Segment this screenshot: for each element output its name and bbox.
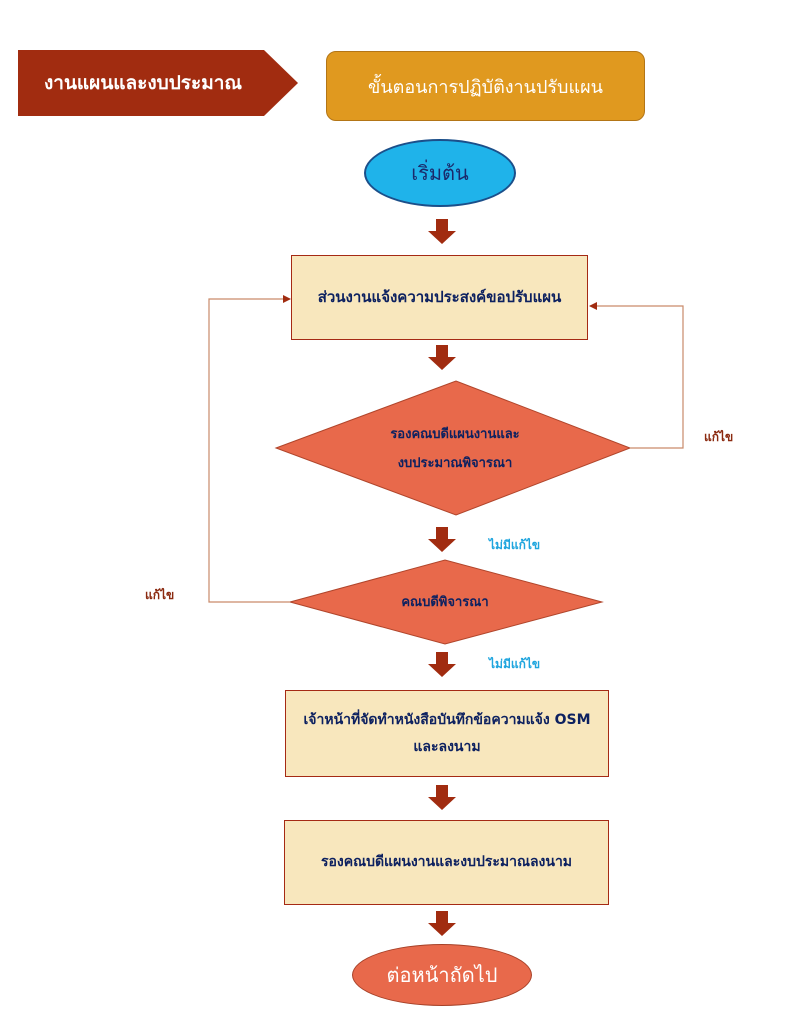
process-title-box: ขั้นตอนการปฏิบัติงานปรับแผน: [326, 51, 645, 121]
continue-label: ต่อหน้าถัดไป: [386, 963, 498, 987]
arrowhead-left-icon: [589, 302, 597, 310]
arrow-down-icon: [428, 219, 456, 244]
no-revision-label-2: ไม่มีแก้ไข: [489, 657, 541, 671]
decision-vice-dean-line1: รองคณบดีแผนงานและ: [390, 427, 520, 443]
continue-node: ต่อหน้าถัดไป: [352, 944, 532, 1006]
step-prepare-memo: เจ้าหน้าที่จัดทำหนังสือบันทึกข้อความแจ้ง…: [285, 690, 609, 777]
decision-vice-dean-text: รองคณบดีแผนงานและ งบประมาณพิจารณา: [360, 410, 550, 490]
step-request-revision-label: ส่วนงานแจ้งความประสงค์ขอปรับแผน: [317, 288, 562, 307]
no-revision-label-1: ไม่มีแก้ไข: [489, 538, 541, 552]
department-banner: งานแผนและงบประมาณ: [18, 50, 298, 116]
revise-label-right: แก้ไข: [704, 430, 734, 444]
revise-loop-left: [208, 298, 290, 603]
step-request-revision: ส่วนงานแจ้งความประสงค์ขอปรับแผน: [291, 255, 588, 340]
arrow-down-icon: [428, 785, 456, 810]
department-label: งานแผนและงบประมาณ: [44, 72, 243, 94]
arrow-down-icon: [428, 911, 456, 936]
arrow-down-icon: [428, 652, 456, 677]
arrow-down-icon: [428, 527, 456, 552]
revise-label-left: แก้ไข: [145, 588, 175, 602]
step-vice-dean-sign: รองคณบดีแผนงานและงบประมาณลงนาม: [284, 820, 609, 905]
step-vice-dean-sign-label: รองคณบดีแผนงานและงบประมาณลงนาม: [320, 854, 573, 871]
arrowhead-right-icon: [283, 295, 291, 303]
revise-loop-right: [590, 305, 684, 449]
process-title: ขั้นตอนการปฏิบัติงานปรับแผน: [368, 76, 603, 98]
decision-dean-diamond: [288, 559, 604, 645]
decision-dean-text: คณบดีพิจารณา: [350, 583, 540, 623]
step-prepare-memo-line1: เจ้าหน้าที่จัดทำหนังสือบันทึกข้อความแจ้ง…: [303, 711, 591, 728]
start-label: เริ่มต้น: [411, 161, 469, 185]
down-arrows: [428, 219, 456, 936]
start-node: เริ่มต้น: [364, 139, 516, 207]
step-prepare-memo-line2: และลงนาม: [413, 738, 481, 755]
decision-dean-label: คณบดีพิจารณา: [401, 594, 489, 610]
decision-vice-dean-line2: งบประมาณพิจารณา: [397, 456, 513, 471]
arrow-down-icon: [428, 345, 456, 370]
